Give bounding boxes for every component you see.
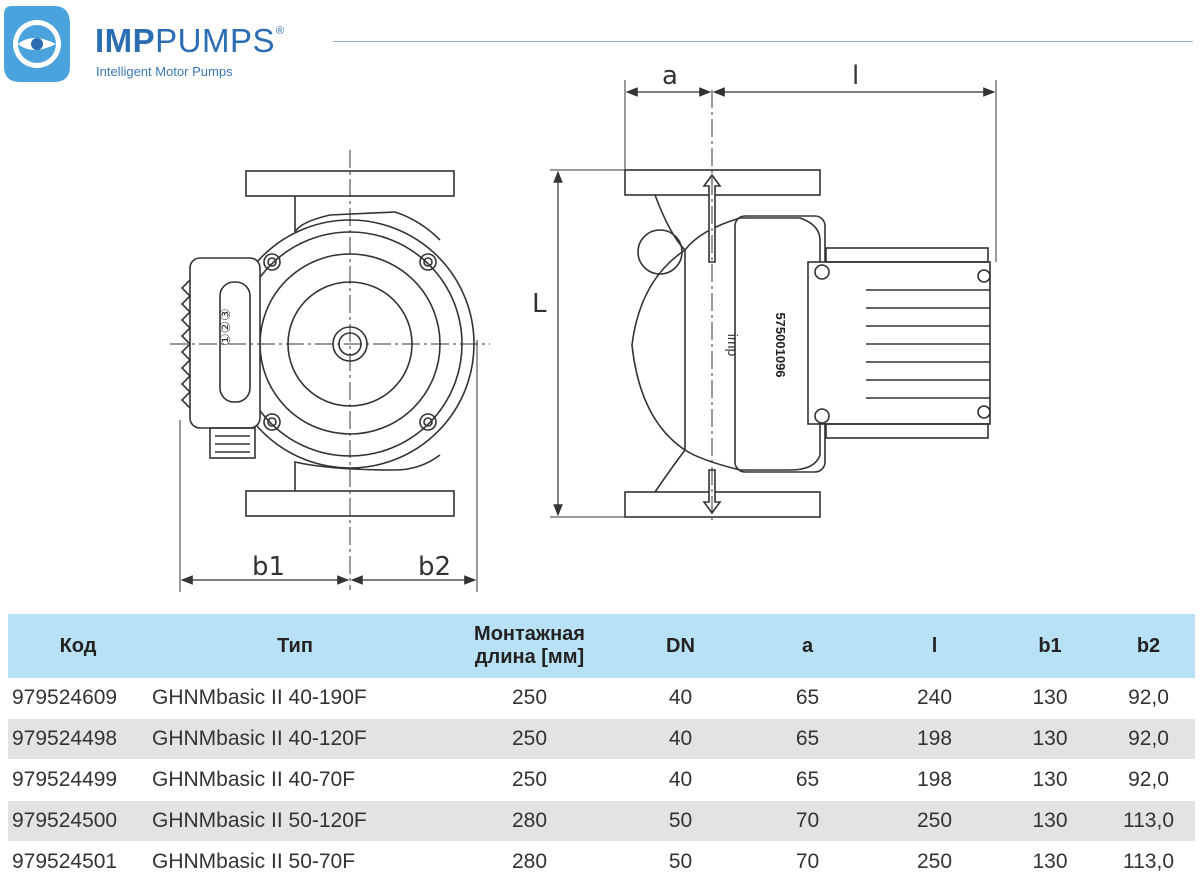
cell-b2: 113,0: [1102, 800, 1195, 842]
cell-type: GHNMbasic II 40-190F: [148, 678, 442, 719]
cell-mount-length: 280: [442, 841, 617, 883]
brand-tagline: Intelligent Motor Pumps: [96, 64, 233, 79]
brand-pumps: PUMPS: [155, 22, 276, 59]
header-code: Код: [8, 614, 148, 678]
cell-b2: 92,0: [1102, 678, 1195, 719]
cell-b2: 92,0: [1102, 718, 1195, 760]
side-view: [550, 80, 997, 520]
cell-b1: 130: [998, 759, 1102, 801]
cell-dn: 40: [617, 678, 744, 719]
brand-imp: IMP: [95, 22, 156, 59]
cell-b1: 130: [998, 800, 1102, 842]
cell-dn: 50: [617, 841, 744, 883]
cell-code: 979524500: [8, 800, 148, 842]
cell-type: GHNMbasic II 40-120F: [148, 718, 442, 760]
table-row: 979524498 GHNMbasic II 40-120F 250 40 65…: [8, 718, 1195, 760]
brand-name: IMPPUMPS®: [95, 24, 285, 57]
dim-b2-label: b2: [418, 552, 451, 582]
table-row: 979524499 GHNMbasic II 40-70F 250 40 65 …: [8, 759, 1195, 801]
cell-l: 250: [871, 800, 998, 842]
cell-b1: 130: [998, 841, 1102, 883]
header-l: l: [871, 614, 998, 678]
header-b2: b2: [1102, 614, 1195, 678]
table-row: 979524500 GHNMbasic II 50-120F 280 50 70…: [8, 800, 1195, 842]
dim-l-label: l: [852, 61, 859, 91]
imp-logo-icon: [4, 6, 70, 82]
header-divider: [333, 41, 1193, 42]
serial-number-label: 575001096: [773, 312, 788, 377]
cell-b1: 130: [998, 678, 1102, 719]
cell-mount-length: 250: [442, 759, 617, 801]
page-header: IMPPUMPS® Intelligent Motor Pumps: [0, 0, 1200, 90]
cell-mount-length: 280: [442, 800, 617, 842]
cell-a: 65: [744, 718, 871, 760]
cell-mount-length: 250: [442, 678, 617, 719]
header-type: Тип: [148, 614, 442, 678]
cell-b2: 113,0: [1102, 841, 1195, 883]
header-a: a: [744, 614, 871, 678]
registered-mark: ®: [276, 25, 285, 37]
table-row: 979524609 GHNMbasic II 40-190F 250 40 65…: [8, 678, 1195, 719]
pump-dimension-drawing: b1 b2 ①②③ a l L 575001096 imp: [170, 61, 997, 592]
cell-type: GHNMbasic II 50-120F: [148, 800, 442, 842]
cell-l: 250: [871, 841, 998, 883]
cell-dn: 40: [617, 759, 744, 801]
cell-code: 979524609: [8, 678, 148, 719]
cell-a: 70: [744, 841, 871, 883]
dim-L-label: L: [532, 289, 547, 319]
header-mount-length-line1: Монтажная: [474, 623, 585, 645]
cell-a: 65: [744, 678, 871, 719]
cell-b2: 92,0: [1102, 759, 1195, 801]
cell-a: 65: [744, 759, 871, 801]
cell-dn: 50: [617, 800, 744, 842]
front-view: [170, 150, 490, 592]
dim-b1-label: b1: [252, 552, 285, 582]
cell-b1: 130: [998, 718, 1102, 760]
cell-code: 979524498: [8, 718, 148, 760]
speed-selector-label: ①②③: [217, 308, 233, 346]
cell-l: 198: [871, 718, 998, 760]
cell-dn: 40: [617, 718, 744, 760]
imp-logo-plate: imp: [725, 334, 741, 357]
header-b1: b1: [998, 614, 1102, 678]
header-mount-length-line2: длина [мм]: [474, 646, 585, 668]
cell-mount-length: 250: [442, 718, 617, 760]
cell-type: GHNMbasic II 40-70F: [148, 759, 442, 801]
header-dn: DN: [617, 614, 744, 678]
cell-l: 198: [871, 759, 998, 801]
table-row: 979524501 GHNMbasic II 50-70F 280 50 70 …: [8, 841, 1195, 883]
dim-a-label: a: [662, 61, 678, 91]
cell-type: GHNMbasic II 50-70F: [148, 841, 442, 883]
cell-code: 979524501: [8, 841, 148, 883]
cell-l: 240: [871, 678, 998, 719]
cell-code: 979524499: [8, 759, 148, 801]
cell-a: 70: [744, 800, 871, 842]
